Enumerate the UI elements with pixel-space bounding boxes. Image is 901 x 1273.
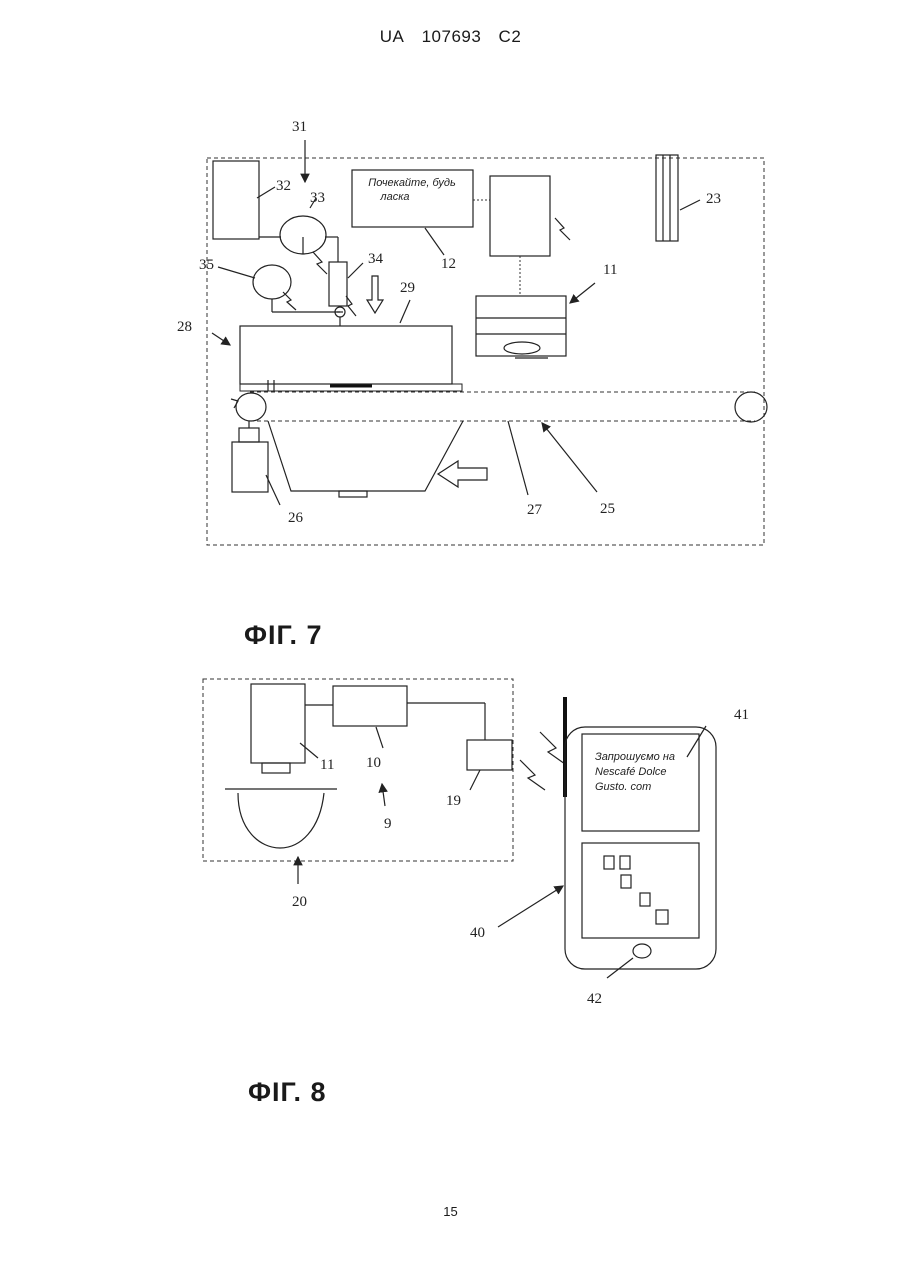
fig8-ref-10: 10 bbox=[366, 755, 381, 771]
fig7-diagram: Почекайте, будь ласка bbox=[177, 119, 767, 545]
fig8-phone-text: Nescafé Dolce bbox=[595, 766, 667, 778]
fig7-ref-27: 27 bbox=[527, 502, 543, 518]
fig8-lightning-icon bbox=[520, 760, 545, 790]
fig8-phone-text: Запрошуємо на bbox=[595, 751, 675, 763]
fig8-module-19 bbox=[467, 740, 512, 770]
fig7-roller-left bbox=[236, 393, 266, 421]
fig8-home-button-42 bbox=[633, 944, 651, 958]
fig8-ref-19: 19 bbox=[446, 793, 461, 809]
fig7-ref-23: 23 bbox=[706, 191, 721, 207]
fig7-unit-11 bbox=[476, 296, 566, 356]
fig7-ref-26: 26 bbox=[288, 510, 304, 526]
fig8-cup-20 bbox=[238, 793, 324, 848]
fig7-display-text: Почекайте, будь bbox=[368, 177, 456, 189]
fig8-ref-40: 40 bbox=[470, 925, 485, 941]
fig7-hopper-27 bbox=[268, 421, 463, 491]
page-number: 15 bbox=[0, 1204, 901, 1219]
fig8-ref-9: 9 bbox=[384, 816, 392, 832]
fig7-ref-31: 31 bbox=[292, 119, 307, 135]
fig8-controller-10 bbox=[333, 686, 407, 726]
fig7-ref-28: 28 bbox=[177, 319, 192, 335]
fig7-lightning-icon bbox=[346, 296, 356, 316]
fig7-hollow-down-arrow bbox=[367, 276, 383, 313]
fig7-roller-right bbox=[735, 392, 767, 422]
fig8-ref-42: 42 bbox=[587, 991, 602, 1007]
fig8-phone-app-area bbox=[582, 843, 699, 938]
fig8-phone-40 bbox=[565, 727, 716, 969]
fig8-unit-11 bbox=[251, 684, 305, 763]
fig7-machine-outline bbox=[207, 158, 764, 545]
fig7-ref-29: 29 bbox=[400, 280, 415, 296]
fig7-ref-32: 32 bbox=[276, 178, 291, 194]
fig7-module-box bbox=[490, 176, 550, 256]
fig7-display-text: ласка bbox=[379, 191, 409, 203]
fig8-ref-11: 11 bbox=[320, 757, 334, 773]
fig7-lightning-icon bbox=[555, 218, 570, 240]
fig7-motor-26 bbox=[232, 442, 268, 492]
fig8-lightning-icon bbox=[540, 732, 565, 764]
fig7-lightning-icon bbox=[313, 252, 327, 274]
fig7-ref-11: 11 bbox=[603, 262, 617, 278]
fig7-item-34 bbox=[329, 262, 347, 306]
fig8-diagram: Запрошуємо на Nescafé Dolce Gusto. com 1… bbox=[203, 679, 749, 1007]
fig7-bar-23 bbox=[656, 155, 678, 241]
fig8-ref-20: 20 bbox=[292, 894, 307, 910]
fig7-ref-25: 25 bbox=[600, 501, 615, 517]
fig7-ref-33: 33 bbox=[310, 190, 325, 206]
fig7-lightning-icon bbox=[283, 292, 296, 310]
fig8-phone-text: Gusto. com bbox=[595, 781, 651, 793]
fig7-ref-34: 34 bbox=[368, 251, 384, 267]
fig8-ref-41: 41 bbox=[734, 707, 749, 723]
fig8-caption: ФІГ. 8 bbox=[248, 1077, 327, 1108]
fig7-unit-29 bbox=[240, 326, 452, 384]
fig7-caption: ФІГ. 7 bbox=[244, 620, 323, 651]
fig7-ref-12: 12 bbox=[441, 256, 456, 272]
fig7-box-32 bbox=[213, 161, 259, 239]
fig7-ref-35: 35 bbox=[199, 257, 214, 273]
fig7-hollow-left-arrow bbox=[438, 461, 487, 487]
